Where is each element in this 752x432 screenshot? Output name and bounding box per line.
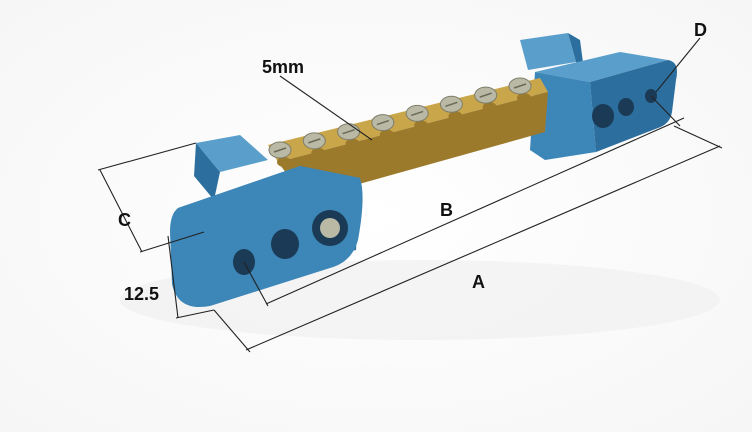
screw-slot [376,119,390,126]
screw [371,114,395,140]
screw [474,86,498,113]
right-block-tab-side [568,33,584,70]
dim-c-ext-bottom [139,231,205,253]
dimension-lines [97,37,723,353]
right-block-tab-top [520,33,576,70]
screw [302,132,326,158]
terminal-hole [414,120,429,131]
screw-slot [410,110,424,117]
screw [268,141,292,167]
dim-a-line [245,145,721,351]
screw-slot [308,138,321,144]
right-hole-large [592,104,614,128]
label-d: D [694,20,707,40]
left-block-tab-side [194,143,220,200]
terminal-hole [379,129,394,140]
dim-b-line [265,117,685,305]
terminal-hole [517,93,531,103]
dim-a-ext-right [673,125,723,149]
left-hole-medium [271,229,299,259]
terminal-hole [448,111,463,122]
dim-c-ext-top [97,142,197,171]
left-block-front-face [170,166,363,308]
screw [439,95,463,122]
dim-d-leader [655,37,701,93]
dim-height-line [167,235,179,319]
dim-b-ext-left [243,261,269,307]
right-hole-medium [618,98,634,116]
label-b: B [440,200,453,220]
left-end-block [170,135,363,308]
brass-bar-front [278,92,548,192]
screw-slot [445,101,458,107]
screw-row [268,77,532,167]
dim-b-ext-right [650,95,681,127]
terminal-hole [277,157,291,167]
screw [405,104,429,131]
terminal-hole [345,138,360,149]
screw [508,77,532,103]
screw-slot [479,92,492,98]
left-hole-screw-head [320,218,340,238]
label-5mm: 5mm [262,57,304,77]
terminal-hole [311,147,326,158]
dim-5mm-leader [279,75,373,141]
label-c: C [118,210,131,230]
label-a: A [472,272,485,292]
screw-slot [342,129,355,135]
dim-c-line [99,169,143,253]
screw-slot [273,147,287,153]
screw-slot [513,83,527,89]
dim-a-ext-left [213,309,251,353]
dim-height-ext [175,309,215,319]
left-block-tab-top [196,135,268,172]
right-block-top-face [535,52,668,82]
terminal-hole [482,102,497,113]
label-height: 12.5 [124,284,159,304]
